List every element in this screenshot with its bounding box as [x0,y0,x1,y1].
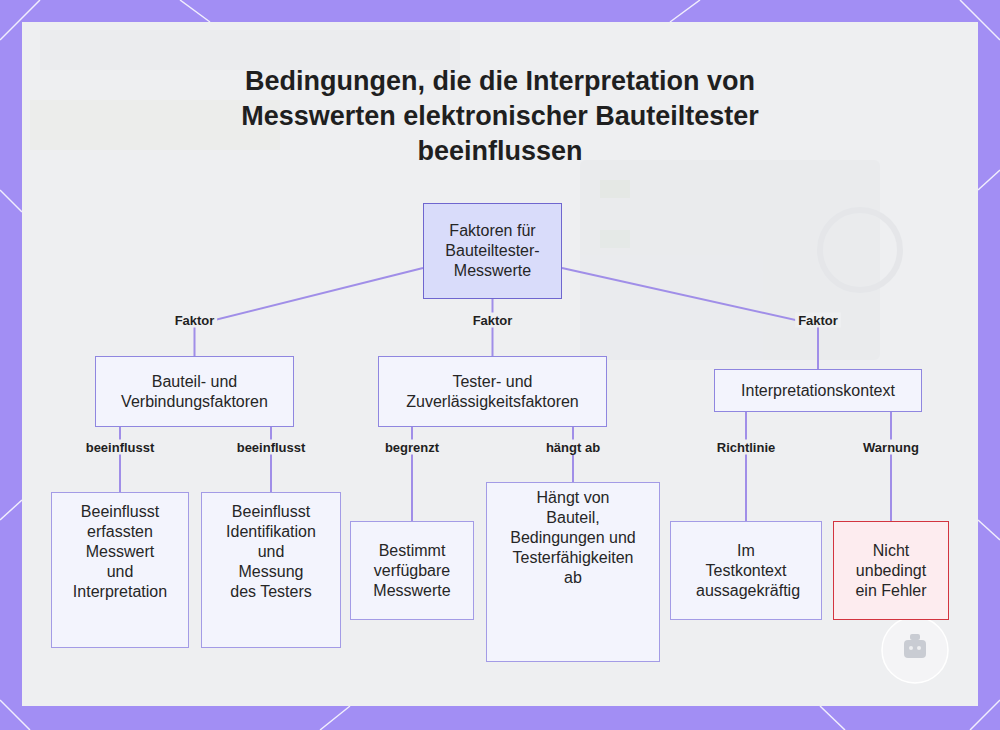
edge-label: hängt ab [543,440,603,455]
detail-box: Bestimmt verfügbare Messwerte [350,521,474,620]
edge-label: beeinflusst [83,440,158,455]
category-box: Tester- und Zuverlässigkeitsfaktoren [378,356,607,427]
title-block: Bedingungen, die die Interpretation von … [0,64,1000,169]
edge-label: Faktor [172,313,218,328]
node-text: Bestimmt verfügbare Messwerte [357,541,467,601]
node-text: Beeinflusst erfassten Messwert und Inter… [72,502,169,602]
warning-box: Nicht unbedingt ein Fehler [833,521,949,620]
detail-box: Beeinflusst Identifikation und Messung d… [201,492,341,648]
connector [890,412,892,521]
edge-label: Richtlinie [714,440,779,455]
detail-box: Hängt von Bauteil, Bedingungen und Teste… [486,482,660,662]
connector [119,427,121,492]
node-text: Hängt von Bauteil, Bedingungen und Teste… [510,488,636,588]
root-box: Faktoren für Bauteiltester-Messwerte [423,203,562,299]
connector [195,268,424,356]
detail-box: Im Testkontext aussagekräftig [670,521,822,620]
connector [745,412,747,521]
node-text: Im Testkontext aussagekräftig [696,541,796,601]
connector [562,268,818,369]
node-text: Nicht unbedingt ein Fehler [851,541,931,601]
edge-label: Faktor [470,313,516,328]
category-box: Interpretationskontext [714,369,922,412]
node-text: Beeinflusst Identifikation und Messung d… [225,502,317,602]
node-text: Interpretationskontext [721,381,916,401]
node-text: Bauteil- und Verbindungsfaktoren [102,372,287,412]
node-text: Faktoren für Bauteiltester-Messwerte [430,221,555,281]
connector [492,299,494,356]
edge-label: Warnung [860,440,922,455]
connector [572,427,574,482]
edge-label: begrenzt [382,440,442,455]
edge-label: beeinflusst [234,440,309,455]
category-box: Bauteil- und Verbindungsfaktoren [95,356,294,427]
node-text: Tester- und Zuverlässigkeitsfaktoren [385,372,600,412]
edge-label: Faktor [795,313,841,328]
logo-badge [882,617,948,683]
connector [270,427,272,492]
detail-box: Beeinflusst erfassten Messwert und Inter… [51,492,189,648]
diagram-title: Bedingungen, die die Interpretation von … [230,64,770,169]
